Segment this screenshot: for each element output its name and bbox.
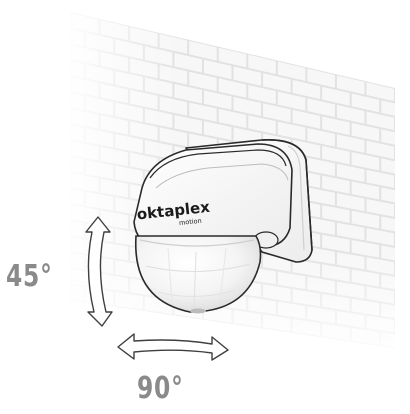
sensor-lens-dome [134, 235, 262, 314]
horizontal-rotation-arrow [117, 333, 229, 361]
vertical-angle-label: 45° [6, 259, 53, 294]
horizontal-angle-label: 90° [137, 371, 184, 406]
vertical-rotation-arrow [85, 216, 113, 327]
brand-subline: motion [179, 217, 202, 227]
